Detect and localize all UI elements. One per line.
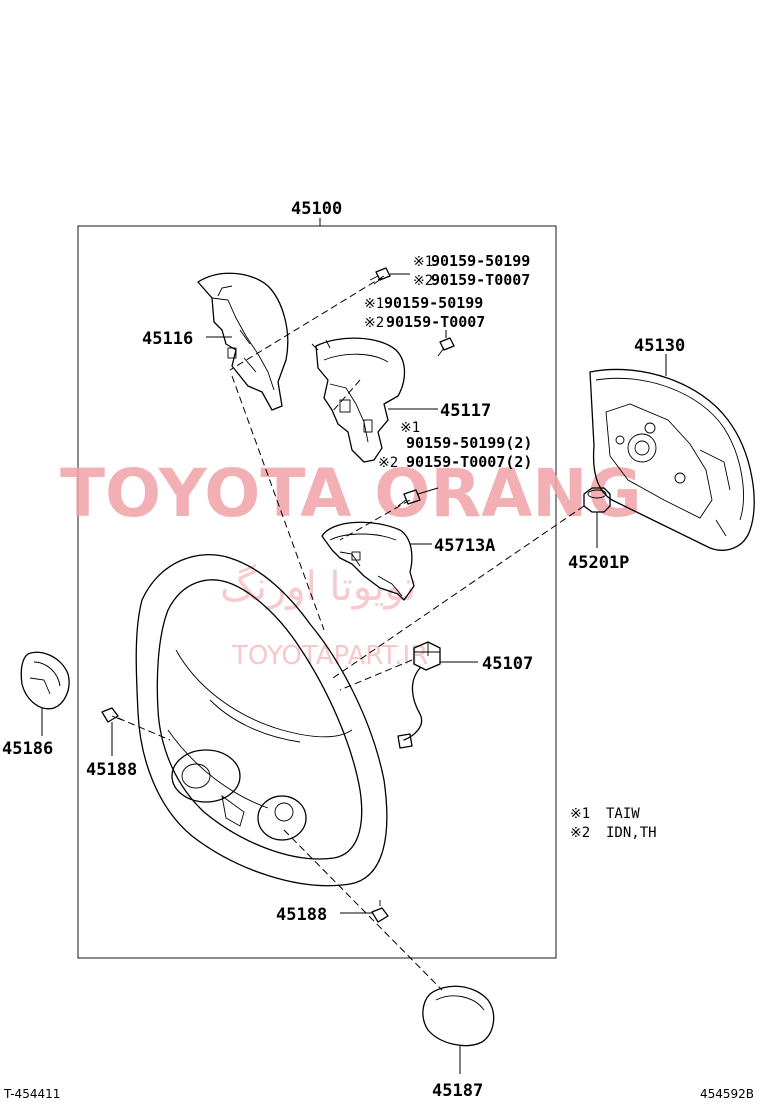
dash-line-3 [339, 499, 411, 541]
screw-b2-part: 90159-T0007 [386, 313, 485, 331]
screw-45188-bottom-drawing [340, 900, 389, 923]
dash-line-8 [331, 379, 361, 413]
wire-harness-drawing [397, 641, 441, 749]
label-45130: 45130 [634, 336, 685, 356]
spoke-cover-left-drawing [197, 272, 289, 411]
screw-c1-part: 90159-50199(2) [406, 434, 532, 452]
screw-a1-part: 90159-50199 [431, 252, 530, 270]
dash-line-4 [329, 505, 585, 681]
screw-lower-drawing [397, 487, 439, 507]
dash-line-6 [117, 717, 171, 741]
note-1-text: TAIW [606, 806, 640, 822]
label-45188-left: 45188 [86, 760, 137, 780]
screw-45188-left-drawing [101, 707, 123, 756]
side-cover-drawing [20, 651, 70, 736]
nut-drawing [583, 487, 611, 548]
screw-middle-drawing [437, 330, 455, 357]
watermark-brand: TOYOTA ORANG [60, 455, 642, 532]
steering-wheel-drawing [135, 554, 388, 887]
label-45188-bottom: 45188 [276, 905, 327, 925]
screw-a2-part: 90159-T0007 [431, 271, 530, 289]
assembly-frame [77, 225, 557, 959]
watermark-site: TOYOTAPART.IR [231, 641, 428, 671]
note-1-mark: ※1 [570, 806, 590, 822]
dash-line-5 [339, 659, 413, 691]
screw-b1-mark: ※1 [364, 296, 384, 312]
bottom-cover-drawing [422, 985, 495, 1074]
airbag-module-drawing [589, 368, 755, 551]
watermark-persian: تویوتا اورنگ [220, 564, 416, 610]
label-45117: 45117 [440, 401, 491, 421]
label-45201P: 45201P [568, 553, 629, 573]
screw-upper-drawing [369, 267, 410, 285]
screw-c2-part: 90159-T0007(2) [406, 453, 532, 471]
screw-b1-part: 90159-50199 [384, 294, 483, 312]
dash-line-2 [231, 375, 325, 631]
label-45100: 45100 [291, 199, 342, 219]
lower-cover-drawing [321, 521, 415, 601]
dash-line-7 [283, 829, 443, 991]
screw-c1-mark: ※1 [400, 420, 420, 436]
dash-line-1 [229, 275, 385, 371]
label-45186: 45186 [2, 739, 53, 759]
label-45187: 45187 [432, 1081, 483, 1101]
spoke-cover-right-drawing [311, 337, 406, 463]
footer-left-code: T-454411 [3, 1087, 60, 1101]
note-2-text: IDN,TH [606, 825, 657, 841]
screw-c2-mark: ※2 [378, 455, 398, 471]
screw-a1-mark: ※1 [413, 254, 433, 270]
label-45107: 45107 [482, 654, 533, 674]
screw-a2-mark: ※2 [413, 273, 433, 289]
footer-right-code: 454592B [700, 1087, 754, 1101]
screw-b2-mark: ※2 [364, 315, 384, 331]
label-45713A: 45713A [434, 536, 495, 556]
label-45116: 45116 [142, 329, 193, 349]
note-2-mark: ※2 [570, 825, 590, 841]
